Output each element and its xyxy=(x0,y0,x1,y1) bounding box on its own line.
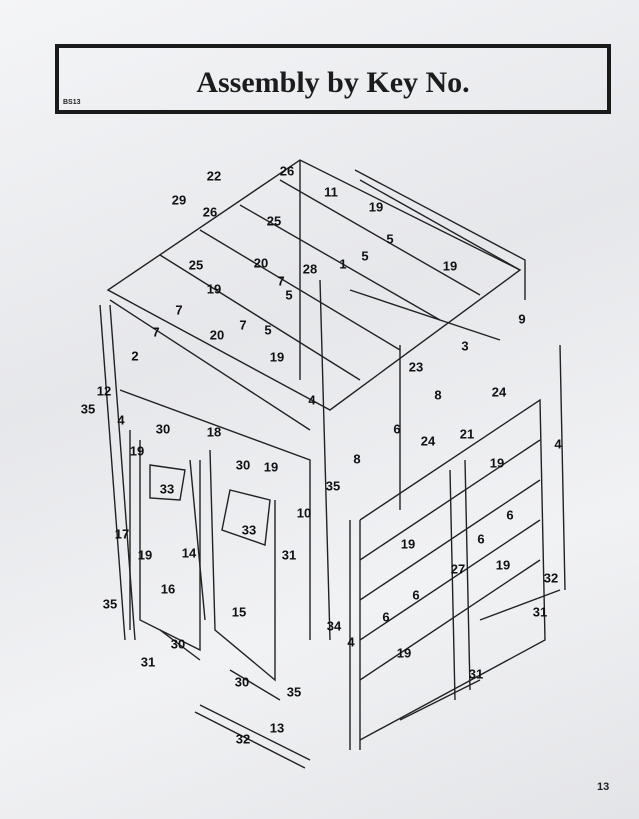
key-number-label: 4 xyxy=(117,412,125,427)
key-number-label: 24 xyxy=(421,433,436,448)
key-number-label: 8 xyxy=(434,387,441,402)
key-number-label: 35 xyxy=(103,596,117,611)
key-number-label: 30 xyxy=(235,674,249,689)
key-number-label: 12 xyxy=(97,383,111,398)
key-number-label: 31 xyxy=(533,604,547,619)
page-title: Assembly by Key No. xyxy=(196,66,470,99)
key-number-label: 22 xyxy=(207,168,221,183)
key-number-label: 2 xyxy=(131,348,138,363)
key-number-label: 5 xyxy=(264,322,271,337)
key-number-label: 19 xyxy=(138,547,152,562)
key-number-label: 19 xyxy=(401,536,415,551)
key-number-label: 19 xyxy=(130,443,144,458)
document-code: BS13 xyxy=(63,99,81,106)
key-number-label: 19 xyxy=(443,258,457,273)
key-number-label: 4 xyxy=(554,436,562,451)
key-number-label: 7 xyxy=(239,317,246,332)
key-number-label: 7 xyxy=(277,273,284,288)
key-number-label: 3 xyxy=(461,338,468,353)
key-number-label: 19 xyxy=(264,459,278,474)
key-number-label: 30 xyxy=(171,636,185,651)
key-number-label: 28 xyxy=(303,261,317,276)
page-number: 13 xyxy=(597,781,610,793)
key-number-label: 19 xyxy=(490,455,504,470)
key-number-label: 19 xyxy=(397,645,411,660)
key-number-label: 13 xyxy=(270,720,284,735)
key-number-label: 31 xyxy=(469,666,483,681)
key-number-label: 20 xyxy=(210,327,224,342)
key-number-label: 17 xyxy=(115,526,129,541)
key-number-label: 6 xyxy=(393,421,400,436)
key-number-label: 26 xyxy=(280,163,294,178)
key-number-label: 24 xyxy=(492,384,507,399)
key-number-label: 20 xyxy=(254,255,268,270)
key-number-label: 4 xyxy=(347,634,355,649)
key-number-label: 5 xyxy=(361,248,368,263)
key-number-label: 5 xyxy=(386,231,393,246)
key-number-label: 16 xyxy=(161,581,175,596)
key-number-label: 30 xyxy=(156,421,170,436)
key-number-label: 10 xyxy=(297,505,311,520)
key-number-label: 30 xyxy=(236,457,250,472)
key-number-label: 26 xyxy=(203,204,217,219)
key-number-label: 6 xyxy=(506,507,513,522)
key-number-label: 1 xyxy=(339,256,346,271)
key-number-label: 33 xyxy=(160,481,174,496)
key-number-label: 7 xyxy=(175,302,182,317)
key-number-label: 21 xyxy=(460,426,474,441)
key-number-label: 9 xyxy=(518,311,525,326)
key-number-label: 19 xyxy=(270,349,284,364)
key-number-label: 23 xyxy=(409,359,423,374)
key-number-label: 6 xyxy=(477,531,484,546)
key-number-label: 14 xyxy=(182,545,197,560)
key-number-label: 19 xyxy=(207,281,221,296)
key-number-label: 5 xyxy=(285,287,292,302)
title-banner: Assembly by Key No. BS13 xyxy=(55,44,611,114)
key-number-label: 18 xyxy=(207,424,221,439)
key-number-label: 6 xyxy=(412,587,419,602)
key-number-label: 31 xyxy=(282,547,296,562)
key-number-label: 35 xyxy=(81,401,95,416)
key-number-label: 35 xyxy=(326,478,340,493)
key-number-label: 11 xyxy=(324,184,338,199)
key-number-label: 25 xyxy=(189,257,203,272)
key-number-label: 8 xyxy=(353,451,360,466)
key-number-label: 19 xyxy=(369,199,383,214)
key-number-label: 32 xyxy=(544,570,558,585)
key-number-label: 35 xyxy=(287,684,301,699)
key-number-label: 27 xyxy=(451,561,465,576)
key-number-label: 6 xyxy=(382,609,389,624)
key-number-label: 4 xyxy=(308,392,316,407)
key-number-label: 33 xyxy=(242,522,256,537)
key-number-label: 34 xyxy=(327,618,342,633)
key-number-label: 7 xyxy=(152,324,159,339)
key-number-label: 29 xyxy=(172,192,186,207)
key-number-label: 32 xyxy=(236,731,250,746)
key-number-label: 19 xyxy=(496,557,510,572)
key-number-label: 25 xyxy=(267,213,281,228)
key-number-label: 15 xyxy=(232,604,246,619)
key-number-label: 31 xyxy=(141,654,155,669)
diagram-lines xyxy=(99,159,566,769)
